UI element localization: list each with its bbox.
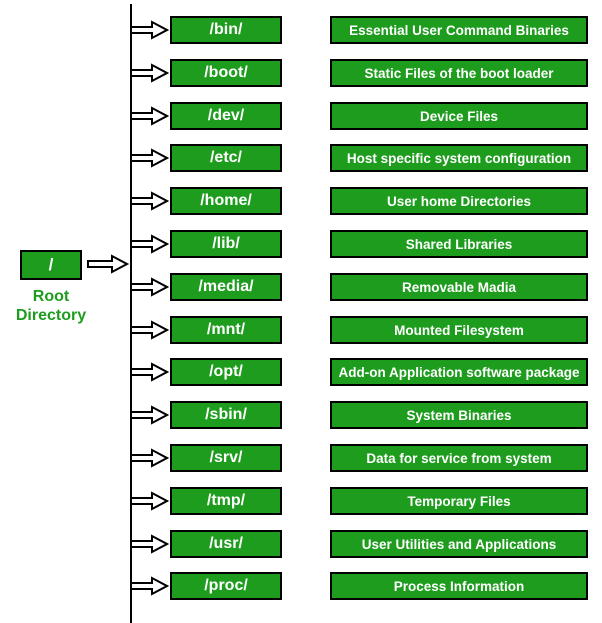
directory-name-box: /opt/ xyxy=(170,358,282,386)
directory-description-box: Mounted Filesystem xyxy=(330,316,588,344)
directory-row: /opt/ Add-on Application software packag… xyxy=(0,358,602,386)
directory-description: Mounted Filesystem xyxy=(394,322,524,338)
directory-description-box: User home Directories xyxy=(330,187,588,215)
directory-description: User Utilities and Applications xyxy=(361,536,557,552)
directory-description-box: Host specific system configuration xyxy=(330,144,588,172)
directory-row: /boot/ Static Files of the boot loader xyxy=(0,59,602,87)
directory-row: /media/ Removable Madia xyxy=(0,273,602,301)
directory-row: /srv/ Data for service from system xyxy=(0,444,602,472)
directory-name: /bin/ xyxy=(209,21,243,38)
directory-row: /dev/ Device Files xyxy=(0,102,602,130)
branch-arrow-icon xyxy=(131,534,169,554)
directory-row: /mnt/ Mounted Filesystem xyxy=(0,316,602,344)
directory-name-box: /home/ xyxy=(170,187,282,215)
directory-row: /tmp/ Temporary Files xyxy=(0,487,602,515)
root-directory-caption: Root Directory xyxy=(15,288,87,324)
directory-row: /lib/ Shared Libraries xyxy=(0,230,602,258)
branch-arrow-icon xyxy=(131,63,169,83)
branch-arrow-icon xyxy=(131,191,169,211)
directory-description-box: Shared Libraries xyxy=(330,230,588,258)
branch-arrow-icon xyxy=(131,491,169,511)
branch-arrow-icon xyxy=(131,448,169,468)
trunk-line xyxy=(130,4,132,623)
directory-name: /lib/ xyxy=(212,235,240,252)
directory-name-box: /dev/ xyxy=(170,102,282,130)
directory-name: /proc/ xyxy=(204,577,248,594)
root-arrow-icon xyxy=(87,254,129,274)
directory-description-box: Removable Madia xyxy=(330,273,588,301)
directory-description: Device Files xyxy=(419,108,499,124)
directory-name: /usr/ xyxy=(209,535,243,552)
directory-description: User home Directories xyxy=(386,193,532,209)
directory-description-box: Temporary Files xyxy=(330,487,588,515)
directory-description-box: Device Files xyxy=(330,102,588,130)
directory-row: /sbin/ System Binaries xyxy=(0,401,602,429)
directory-description-box: Essential User Command Binaries xyxy=(330,16,588,44)
directory-description-box: Add-on Application software package xyxy=(330,358,588,386)
directory-description: Static Files of the boot loader xyxy=(364,65,554,81)
directory-description-box: Static Files of the boot loader xyxy=(330,59,588,87)
root-directory-label: / xyxy=(48,255,54,274)
directory-description: Shared Libraries xyxy=(405,236,513,252)
branch-arrow-icon xyxy=(131,148,169,168)
directory-name: /srv/ xyxy=(209,449,243,466)
directory-row: /bin/ Essential User Command Binaries xyxy=(0,16,602,44)
directory-name: /opt/ xyxy=(209,363,243,380)
directory-name-box: /media/ xyxy=(170,273,282,301)
directory-description-box: Process Information xyxy=(330,572,588,600)
directory-name: /dev/ xyxy=(207,107,245,124)
directory-description: Removable Madia xyxy=(401,279,517,295)
directory-name-box: /srv/ xyxy=(170,444,282,472)
branch-arrow-icon xyxy=(131,234,169,254)
directory-description: Host specific system configuration xyxy=(346,150,572,166)
branch-arrow-icon xyxy=(131,20,169,40)
directory-row: /usr/ User Utilities and Applications xyxy=(0,530,602,558)
directory-name-box: /boot/ xyxy=(170,59,282,87)
branch-arrow-icon xyxy=(131,405,169,425)
directory-name-box: /etc/ xyxy=(170,144,282,172)
directory-description: Temporary Files xyxy=(407,493,511,509)
branch-arrow-icon xyxy=(131,106,169,126)
branch-arrow-icon xyxy=(131,362,169,382)
directory-name: /mnt/ xyxy=(206,321,246,338)
directory-name: /etc/ xyxy=(209,149,242,166)
branch-arrow-icon xyxy=(131,277,169,297)
directory-description-box: Data for service from system xyxy=(330,444,588,472)
directory-row: /home/ User home Directories xyxy=(0,187,602,215)
directory-description-box: User Utilities and Applications xyxy=(330,530,588,558)
directory-name: /tmp/ xyxy=(206,492,246,509)
directory-name: /boot/ xyxy=(204,64,248,81)
directory-name: /home/ xyxy=(200,192,252,209)
directory-description: Add-on Application software package xyxy=(338,364,580,380)
directory-row: /proc/ Process Information xyxy=(0,572,602,600)
directory-description-box: System Binaries xyxy=(330,401,588,429)
directory-name-box: /lib/ xyxy=(170,230,282,258)
directory-name: /media/ xyxy=(198,278,254,295)
directory-description: Process Information xyxy=(393,578,525,594)
directory-name-box: /mnt/ xyxy=(170,316,282,344)
branch-arrow-icon xyxy=(131,320,169,340)
directory-description: Essential User Command Binaries xyxy=(349,22,569,38)
directory-name-box: /sbin/ xyxy=(170,401,282,429)
root-directory-box: / xyxy=(20,250,82,280)
directory-name-box: /proc/ xyxy=(170,572,282,600)
directory-name-box: /usr/ xyxy=(170,530,282,558)
branch-arrow-icon xyxy=(131,576,169,596)
directory-name: /sbin/ xyxy=(205,406,247,423)
directory-description: Data for service from system xyxy=(366,450,552,466)
directory-name-box: /bin/ xyxy=(170,16,282,44)
directory-description: System Binaries xyxy=(406,407,512,423)
directory-row: /etc/ Host specific system configuration xyxy=(0,144,602,172)
directory-name-box: /tmp/ xyxy=(170,487,282,515)
